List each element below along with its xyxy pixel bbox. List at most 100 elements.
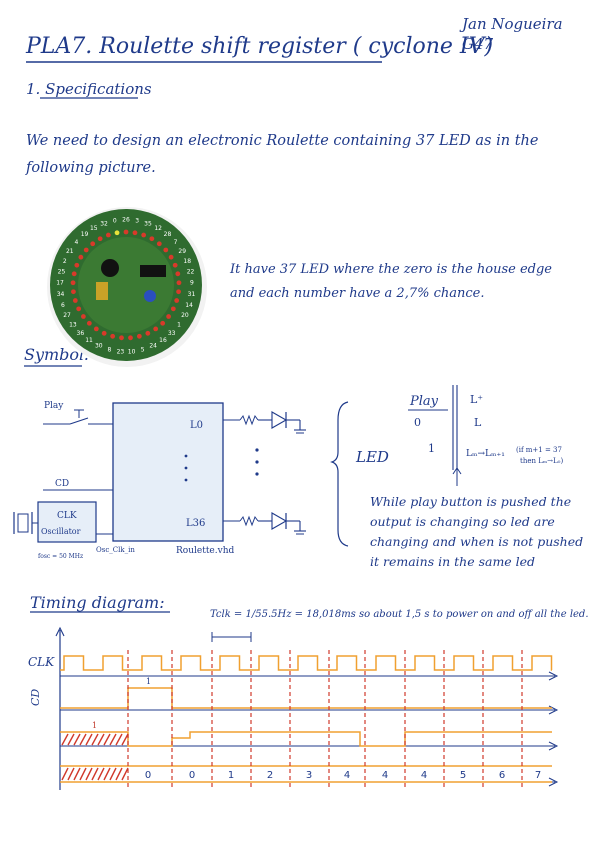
board-led (114, 230, 120, 236)
board-led (128, 335, 133, 341)
board-led (97, 236, 103, 242)
output-first-label: L0 (190, 420, 203, 431)
block-name: Roulette.vhd (176, 546, 234, 556)
board-led (70, 280, 76, 286)
push-button-icon (69, 417, 89, 425)
output-last-label: L36 (186, 518, 205, 529)
board-number: 6 (61, 302, 65, 309)
board-number: 26 (122, 217, 130, 224)
board-chip (140, 265, 166, 277)
board-led (123, 229, 129, 235)
clock-period-note: Tclk = 1/55.5Hz = 18,018ms so about 1,5 … (210, 609, 589, 620)
picture-description: It have 37 LED where the zero is the hou… (230, 262, 552, 301)
section-heading-symbol: Symbol: (24, 345, 90, 364)
section-heading-specifications: 1. Specifications (26, 80, 152, 98)
table-header-l: L⁺ (470, 393, 483, 406)
board-number: 8 (107, 346, 111, 353)
board-led (76, 306, 82, 312)
play-truth-table: Play L⁺ 0 L 1 Lₘ→Lₘ₊₁ (if m+1 = 37 then … (408, 385, 563, 486)
clock-waveform (60, 655, 553, 671)
board-number: 12 (154, 225, 162, 232)
board-number: 24 (149, 343, 157, 350)
board-number: 34 (57, 291, 65, 298)
board-number: 3 (135, 217, 139, 224)
board-number: 17 (56, 280, 64, 287)
oscillator-label-line1: CLK (57, 511, 77, 521)
state-label: 2 (267, 770, 273, 781)
led-diode-icon (271, 411, 288, 429)
board-number: 20 (181, 312, 189, 319)
arrow-up-icon (452, 467, 462, 475)
arrow-up-icon (55, 626, 65, 637)
state-label: 3 (306, 770, 312, 781)
arrow-right-icon (548, 671, 559, 681)
input-play-label: Play (44, 401, 64, 411)
board-number: 22 (187, 269, 195, 276)
author-group: G47 (462, 35, 494, 53)
crystal-icon (13, 512, 38, 534)
state-label: 7 (535, 770, 541, 781)
board-number: 15 (90, 225, 98, 232)
board-number: 27 (63, 312, 71, 319)
board-led (149, 236, 155, 242)
table-row0-out: L (474, 416, 482, 429)
board-led (176, 280, 182, 286)
board-led (80, 314, 86, 319)
table-row1-in: 1 (428, 442, 435, 455)
arrow-right-icon (548, 777, 559, 787)
state-label: 6 (499, 770, 505, 781)
oscillator-net-label: Osc_Clk_in (96, 546, 135, 554)
section-heading-timing: Timing diagram: (30, 593, 165, 612)
play-label: 1 (92, 721, 97, 730)
board-number: 2 (63, 258, 67, 265)
board-led (172, 262, 178, 268)
cd-waveform (60, 687, 552, 709)
board-led (83, 247, 89, 253)
arrow-right-icon (548, 741, 559, 751)
board-led (174, 298, 180, 303)
state-label: 1 (228, 770, 234, 781)
board-number: 29 (178, 248, 186, 255)
board-number: 21 (66, 248, 74, 255)
board-led (176, 289, 181, 295)
state-label: 4 (344, 770, 350, 781)
board-led (71, 289, 76, 295)
board-number: 16 (159, 337, 167, 344)
cd-pulse-label: 1 (146, 677, 151, 686)
board-led (78, 254, 84, 260)
board-number: 11 (85, 337, 93, 344)
board-number: 19 (81, 231, 89, 238)
table-row0-in: 0 (414, 416, 421, 429)
board-number: 0 (113, 217, 117, 224)
signal-label-clk: CLK (28, 655, 55, 669)
oscillator-frequency: fosc = 50 MHz (38, 553, 83, 560)
resistor-icon (239, 414, 259, 426)
oscillator-block (37, 501, 97, 543)
board-led (101, 330, 107, 336)
board-inner (78, 237, 174, 333)
state-label: 0 (145, 770, 151, 781)
undefined-region-state (61, 767, 129, 781)
oscillator-label-line2: Oscillator (41, 527, 81, 536)
page-title: PLA7. Roulette shift register ( cyclone … (26, 34, 494, 59)
board-number: 23 (117, 348, 125, 355)
author-block: Jan Nogueira G47 (462, 14, 563, 54)
led-output-first (223, 411, 306, 434)
board-number: 35 (144, 220, 152, 227)
state-label: 4 (421, 770, 427, 781)
board-led (132, 230, 138, 236)
input-cd-label: CD (55, 479, 69, 489)
specifications-paragraph: We need to design an electronic Roulette… (26, 133, 539, 176)
board-number: 33 (168, 330, 176, 337)
board-number: 5 (141, 346, 145, 353)
table-row1-note-b: then Lₘ→L₀) (520, 457, 563, 465)
board-led (105, 232, 111, 238)
board-led (153, 326, 159, 332)
state-label: 5 (460, 770, 466, 781)
board-trimmer (144, 290, 156, 302)
board-number: 1 (177, 322, 181, 329)
state-label: 4 (382, 770, 388, 781)
roulette-symbol: L0 L36 Roulette.vhd Play CD CLK Oscillat… (13, 401, 349, 560)
